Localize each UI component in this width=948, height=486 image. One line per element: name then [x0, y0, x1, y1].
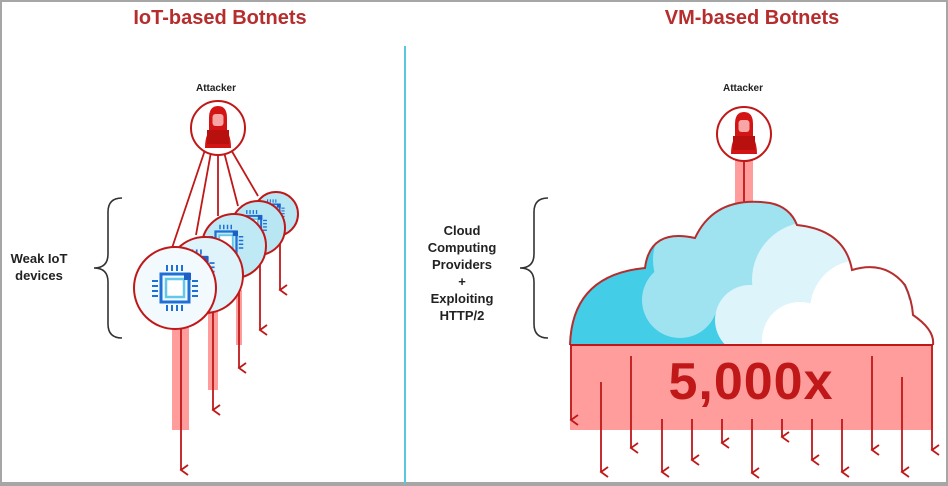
iot-control-lines: [171, 147, 259, 249]
cloud-brace: [519, 197, 549, 339]
iot-botnets-title: IoT-based Botnets: [133, 7, 307, 29]
vm-attacker-avatar: [716, 106, 772, 162]
label-line: Cloud: [443, 223, 481, 238]
cloud-attack-arrows: [569, 345, 940, 479]
attack-multiplier: 5,000x: [668, 353, 834, 411]
cloud-providers-label: Cloud Computing Providers + Exploiting H…: [412, 222, 512, 324]
label-line: +: [458, 274, 466, 289]
vm-botnets-title: VM-based Botnets: [664, 7, 840, 29]
label-line: Exploiting: [430, 291, 494, 306]
iot-attacker-avatar: [190, 100, 246, 156]
iot-brace: [93, 197, 123, 339]
iot-attacker-label: Attacker: [195, 83, 237, 94]
weak-iot-devices-label: Weak IoT devices: [0, 250, 78, 284]
label-line: Computing: [427, 240, 497, 255]
label-line: Weak IoT: [10, 251, 68, 266]
iot-device: [133, 246, 217, 330]
label-line: HTTP/2: [439, 308, 485, 323]
label-line: Providers: [432, 257, 492, 272]
label-line: devices: [15, 268, 63, 283]
vm-attacker-label: Attacker: [722, 83, 764, 94]
